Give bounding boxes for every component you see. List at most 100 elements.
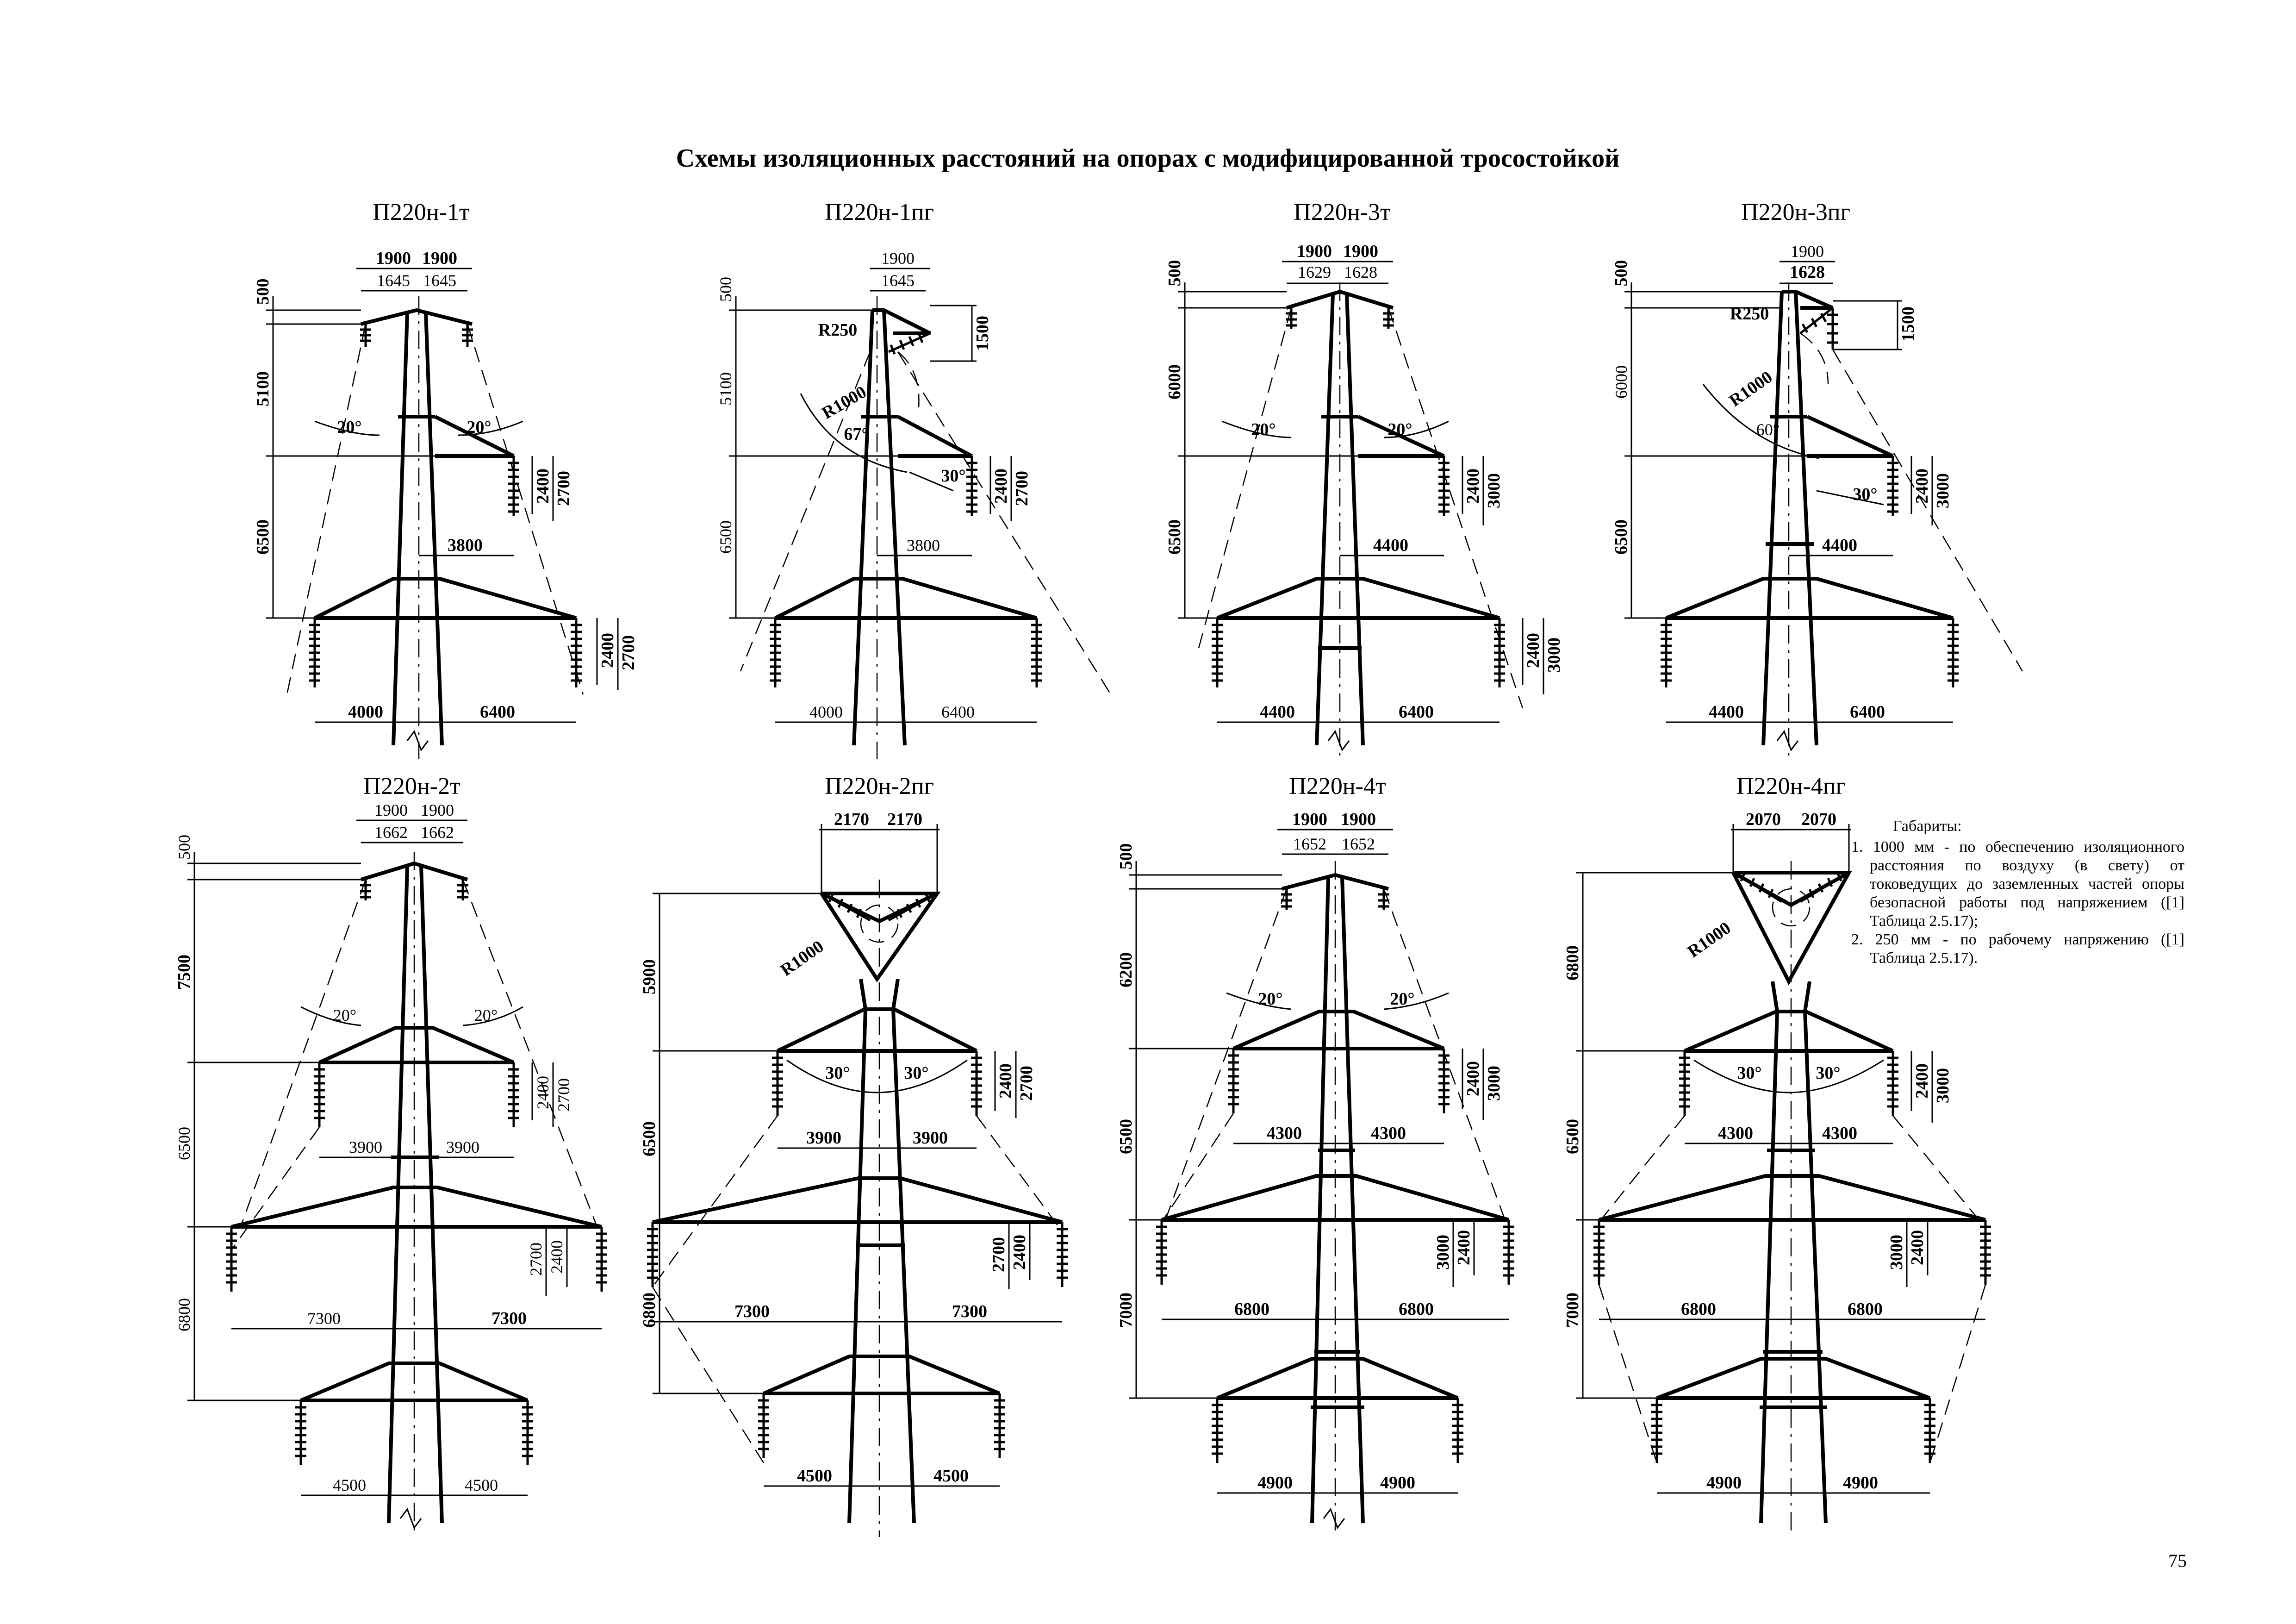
dim-left-2: 6200 — [1116, 952, 1136, 987]
tower-title: П220н-2пг — [825, 773, 934, 800]
dim-left-1: 500 — [175, 835, 193, 860]
dim-left-3: 6500 — [1612, 519, 1631, 555]
dim-top-left: 2170 — [834, 810, 869, 829]
dim-upper-right: 3900 — [913, 1128, 948, 1148]
dim-upper-right: 4300 — [1371, 1124, 1406, 1143]
dim-sub-right: 1628 — [1344, 263, 1377, 281]
dim-upper-arm: 3800 — [907, 536, 940, 555]
dim-left-2: 6500 — [1563, 1119, 1582, 1154]
tower-p220n-1pg: П220н-1пг 1900 1645 R250 R1000 67° 30° 1… — [716, 199, 1112, 759]
dim-mid-ins-1: 3000 — [1887, 1235, 1906, 1270]
dim-sub-right: 1645 — [423, 271, 456, 290]
dim-left-3: 6500 — [1165, 519, 1184, 555]
dim-bottom-right: 6400 — [1399, 702, 1434, 722]
angle-right: 20° — [1390, 989, 1414, 1009]
dim-bottom-left: 4900 — [1257, 1473, 1293, 1493]
page-number: 75 — [2168, 1550, 2187, 1571]
dim-top: 1900 — [1791, 242, 1824, 261]
angle-right: 30° — [904, 1063, 928, 1083]
tower-title: П220н-4пг — [1736, 773, 1846, 800]
angle-left: 60° — [1756, 420, 1780, 439]
dim-bottom-left: 4400 — [1260, 702, 1295, 722]
dim-side: 1500 — [973, 316, 992, 351]
dim-mid-left: 7300 — [307, 1309, 341, 1328]
dim-top-left: 1900 — [374, 801, 408, 819]
dim-top-right: 2170 — [887, 810, 922, 829]
dim-left-2: 5100 — [253, 371, 273, 406]
dim-sub: 1628 — [1790, 262, 1825, 282]
dim-sub-left: 1662 — [374, 823, 408, 842]
dim-upper-ins-1: 2400 — [1463, 1061, 1483, 1096]
dim-top-left: 2070 — [1746, 810, 1781, 829]
dim-bottom-left: 4500 — [333, 1476, 366, 1494]
dim-upper-ins-2: 2700 — [1017, 1066, 1036, 1101]
dim-bottom-left: 4000 — [809, 703, 843, 721]
dim-upper-left: 4300 — [1718, 1124, 1753, 1143]
dim-upper-arm: 4400 — [1373, 536, 1408, 555]
dim-upper-ins-2: 3000 — [1484, 473, 1504, 508]
dim-bottom-right: 6400 — [480, 702, 515, 722]
dim-left-2: 7500 — [174, 955, 194, 990]
dim-left-1: 500 — [253, 279, 273, 305]
dim-left-2: 5100 — [716, 372, 735, 406]
dim-top-right: 1900 — [1341, 810, 1376, 829]
angle-left: 30° — [1737, 1063, 1761, 1083]
dim-bottom-right: 4900 — [1380, 1473, 1415, 1493]
dim-top-right: 1900 — [421, 801, 454, 819]
dim-left-3: 6500 — [1116, 1119, 1136, 1154]
notes-block: Габариты: 1. 1000 мм - по обеспечению из… — [1851, 818, 2184, 967]
angle-left: 20° — [337, 418, 361, 437]
dim-bottom-left: 4400 — [1709, 702, 1744, 722]
dim-left-2: 6500 — [640, 1121, 659, 1156]
dim-upper-ins-2: 3000 — [1933, 473, 1953, 508]
dim-left-2: 6000 — [1165, 364, 1184, 400]
dim-left-3: 6800 — [640, 1293, 659, 1328]
dim-bottom-ins-1: 2400 — [1524, 633, 1543, 668]
dim-sub-left: 1652 — [1293, 835, 1326, 853]
dim-mid-ins-1: 2700 — [989, 1237, 1008, 1272]
tower-p220n-2pg: П220н-2пг 2170 2170 R1000 30° 30° — [640, 773, 1068, 1537]
dim-upper-ins-2: 2700 — [554, 471, 573, 506]
dim-mid-right: 7300 — [492, 1309, 527, 1328]
angle-right: 20° — [467, 418, 491, 437]
dim-sub-left: 1629 — [1298, 263, 1331, 281]
dim-left-1: 500 — [1116, 843, 1136, 870]
dim-mid-right: 7300 — [952, 1302, 987, 1321]
page-title: Схемы изоляционных расстояний на опорах … — [676, 144, 1620, 173]
dim-mid-ins-2: 2400 — [548, 1240, 566, 1274]
dim-bottom-ins-2: 2700 — [619, 635, 638, 670]
tower-p220n-3pg: П220н-3пг 1900 1628 R250 R1000 60° 30° 1… — [1612, 199, 2023, 759]
dim-left-3: 6500 — [175, 1127, 193, 1160]
angle-right: 20° — [474, 1006, 498, 1024]
dim-mid-ins-2: 2400 — [1010, 1235, 1029, 1270]
dim-bottom-left: 4500 — [797, 1466, 832, 1486]
dim-upper-left: 4300 — [1267, 1124, 1302, 1143]
notes-heading: Габариты: — [1893, 818, 1962, 835]
tower-p220n-4t: П220н-4т 1900 1900 1652 1652 20° 20° — [1116, 773, 1514, 1537]
dim-upper-ins-1: 2400 — [1912, 468, 1932, 504]
note-item-2: 2. 250 мм - по рабочему напряжению ([1] … — [1851, 931, 2184, 967]
dim-bottom-ins-2: 3000 — [1544, 637, 1564, 673]
angle-left: 20° — [1251, 420, 1276, 439]
dim-left-3: 7000 — [1563, 1293, 1582, 1328]
angle-right: 30° — [941, 466, 965, 486]
dim-mid-ins-1: 2700 — [527, 1243, 545, 1276]
dim-mid-ins-2: 2400 — [1454, 1230, 1474, 1265]
angle-left: 20° — [1258, 989, 1282, 1009]
dim-left-3: 6500 — [716, 520, 735, 554]
dim-upper-left: 3900 — [806, 1128, 841, 1148]
radius-big: R1000 — [777, 937, 828, 980]
angle-left: 67° — [844, 425, 868, 444]
dim-top-right: 1900 — [422, 249, 457, 268]
dim-upper-arm: 4400 — [1822, 536, 1857, 555]
dim-top-right: 1900 — [1343, 242, 1378, 261]
dim-bottom-right: 6400 — [1850, 702, 1885, 722]
dim-bottom-left: 4900 — [1706, 1473, 1742, 1493]
tower-p220n-2t: П220н-2т 1900 1900 1662 1662 20° 20° — [174, 773, 607, 1537]
radius-small: R250 — [1730, 304, 1769, 324]
dim-mid-left: 6800 — [1681, 1299, 1716, 1319]
tower-title: П220н-1пг — [825, 199, 934, 225]
dim-upper-ins-2: 2700 — [1012, 471, 1032, 506]
angle-left: 30° — [825, 1063, 850, 1083]
dim-bottom-right: 6400 — [941, 703, 975, 721]
